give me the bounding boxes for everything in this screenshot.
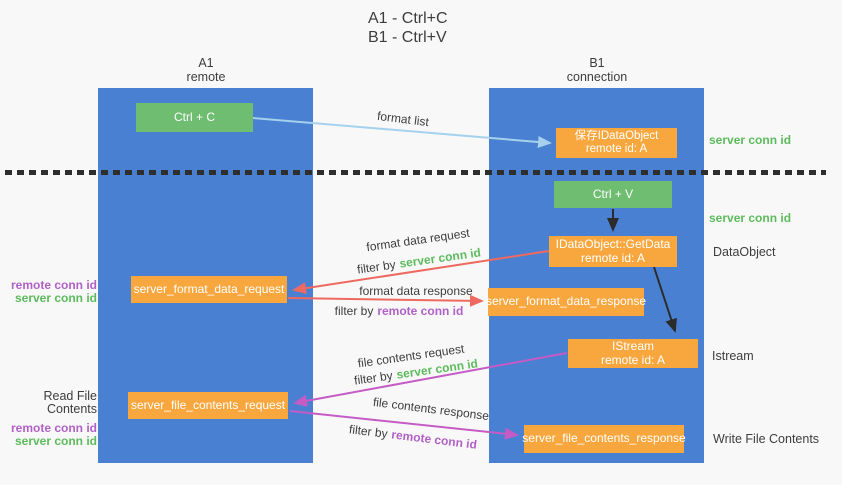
filter-by-text: filter by — [353, 368, 394, 388]
ctrl-v-label: Ctrl + V — [592, 186, 634, 201]
lane-left-name: A1 — [198, 56, 214, 70]
filter-by-text: filter by — [334, 304, 374, 318]
lane-header-right: B1 connection — [517, 56, 677, 84]
ctrl-c-label: Ctrl + C — [173, 109, 215, 124]
filter-by-text: filter by — [356, 257, 397, 277]
idataobject-getdata-node: IDataObject::GetData remote id: A — [549, 236, 677, 267]
left-server-conn-id-top: server conn id — [14, 291, 97, 305]
left-remote-conn-id-bottom: remote conn id — [10, 421, 97, 435]
ctrl-c-node: Ctrl + C — [136, 103, 253, 132]
diagram-title: A1 - Ctrl+C B1 - Ctrl+V — [368, 9, 448, 47]
getdata-line1: IDataObject::GetData — [555, 237, 671, 251]
read-file-contents-label: Read File Contents — [43, 389, 98, 416]
server-file-contents-response-label: server_file_contents_response — [522, 431, 686, 446]
lane-right-name: B1 — [589, 56, 605, 70]
remote-conn-id-text: remote conn id — [377, 304, 464, 318]
server-file-contents-response-node: server_file_contents_response — [522, 425, 686, 453]
istream-side-label: Istream — [712, 349, 754, 363]
left-remote-conn-id-top: remote conn id — [10, 278, 97, 292]
save-idataobject-node: 保存IDataObject remote id: A — [556, 128, 677, 158]
save-idataobject-line2: remote id: A — [585, 143, 648, 155]
remote-conn-id-text: remote conn id — [390, 427, 478, 452]
server-format-data-request-label: server_format_data_request — [133, 281, 285, 296]
left-conn-id-stack-top: remote conn id server conn id — [0, 279, 97, 305]
istream-node: IStream remote id: A — [568, 339, 698, 368]
ctrl-v-node: Ctrl + V — [554, 181, 672, 208]
file-contents-response-label: file contents response — [372, 394, 490, 424]
filter-by-text: filter by — [348, 422, 389, 441]
server-format-data-response-label: server_format_data_response — [485, 294, 647, 309]
server-file-contents-request-label: server_file_contents_request — [130, 397, 286, 412]
write-file-contents-label: Write File Contents — [713, 432, 820, 446]
right-server-conn-id-mid: server conn id — [709, 211, 792, 225]
data-object-label: DataObject — [713, 245, 776, 259]
istream-line2: remote id: A — [600, 352, 666, 367]
istream-line1: IStream — [611, 339, 654, 353]
title-line-2: B1 - Ctrl+V — [368, 29, 447, 46]
title-line-1: A1 - Ctrl+C — [368, 10, 448, 27]
format-data-response-arrow — [287, 294, 484, 307]
getdata-line2: remote id: A — [580, 250, 646, 265]
server-conn-id-text: server conn id — [398, 245, 482, 271]
server-format-data-request-node: server_format_data_request — [131, 276, 287, 303]
server-format-data-response-node: server_format_data_response — [485, 288, 647, 316]
machine-boundary-dotted-line — [5, 170, 826, 175]
format-data-response-label: format data response — [359, 284, 473, 298]
server-file-contents-request-node: server_file_contents_request — [128, 392, 288, 419]
lane-right-role: connection — [566, 70, 628, 84]
left-conn-id-stack-bottom: Read File Contents remote conn id server… — [0, 390, 97, 448]
right-server-conn-id-top: server conn id — [709, 133, 792, 147]
lane-left-role: remote — [186, 70, 226, 84]
save-idataobject-line1: 保存IDataObject — [574, 129, 659, 142]
left-server-conn-id-bottom: server conn id — [14, 434, 97, 448]
lane-header-left: A1 remote — [126, 56, 286, 84]
format-list-label: format list — [376, 108, 430, 130]
